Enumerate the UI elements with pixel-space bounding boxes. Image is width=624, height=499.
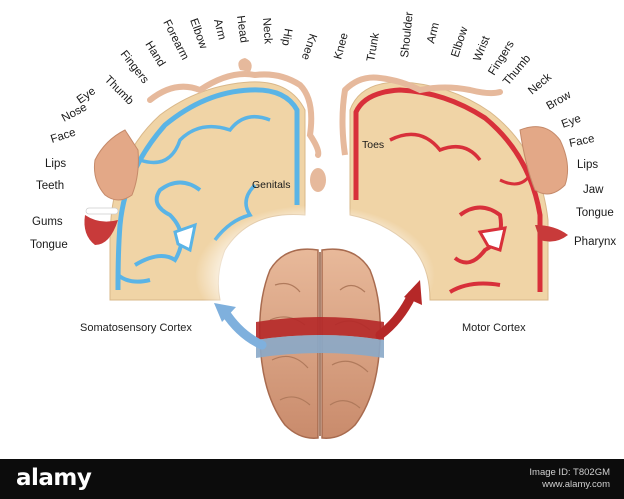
motor-label-shoulder: Shoulder — [399, 11, 416, 58]
sensory-label-thumb: Thumb — [102, 74, 136, 108]
brand-logo[interactable]: alamy — [16, 465, 91, 491]
brain-top-view — [256, 249, 384, 438]
footer-bar: alamy Image ID: T802GM www.alamy.com — [0, 459, 624, 499]
sensory-label-genitals: Genitals — [252, 179, 291, 191]
motor-label-jaw: Jaw — [583, 184, 604, 196]
motor-label-arm: Arm — [425, 21, 442, 44]
motor-label-toes: Toes — [362, 139, 384, 151]
sensory-label-gums: Gums — [32, 216, 63, 228]
sensory-label-eye: Eye — [75, 85, 98, 106]
sensory-label-face: Face — [49, 127, 77, 146]
genitals-icon — [310, 168, 326, 192]
sensory-label-head: Head — [234, 15, 250, 44]
motor-label-tongue: Tongue — [576, 207, 614, 219]
sensory-label-nose: Nose — [60, 101, 89, 124]
sensory-label-forearm: Forearm — [160, 18, 190, 62]
motor-label-eye: Eye — [560, 113, 583, 131]
image-id-text: Image ID: T802GM — [529, 467, 610, 479]
sensory-label-hand: Hand — [142, 39, 167, 69]
sensory-label-elbow: Elbow — [187, 17, 209, 51]
motor-label-elbow: Elbow — [449, 25, 470, 59]
site-url-text[interactable]: www.alamy.com — [529, 479, 610, 491]
motor-label-trunk: Trunk — [365, 32, 382, 63]
motor-label-pharynx: Pharynx — [574, 236, 616, 248]
sensory-label-knee: Knee — [299, 32, 319, 61]
sensory-label-teeth: Teeth — [36, 180, 64, 192]
image-id-block: Image ID: T802GM www.alamy.com — [529, 467, 610, 491]
sensory-label-fingers: Fingers — [118, 48, 151, 86]
sensory-label-neck: Neck — [260, 17, 274, 44]
sensory-label-arm: Arm — [211, 18, 228, 41]
motor-label-wrist: Wrist — [472, 34, 493, 63]
sensory-label-hip: Hip — [279, 27, 294, 46]
motor-label-lips: Lips — [577, 159, 598, 171]
motor-label-knee: Knee — [332, 32, 351, 61]
motor-label-face: Face — [568, 133, 596, 150]
motor-caption: Motor Cortex — [462, 322, 526, 334]
sensory-label-tongue: Tongue — [30, 239, 68, 251]
motor-label-brow: Brow — [545, 89, 574, 113]
motor-tongue-icon — [535, 225, 568, 242]
somatosensory-caption: Somatosensory Cortex — [80, 322, 192, 334]
motor-label-neck: Neck — [526, 71, 554, 97]
sensory-face-icon — [94, 130, 138, 200]
sensory-label-lips: Lips — [45, 158, 66, 170]
